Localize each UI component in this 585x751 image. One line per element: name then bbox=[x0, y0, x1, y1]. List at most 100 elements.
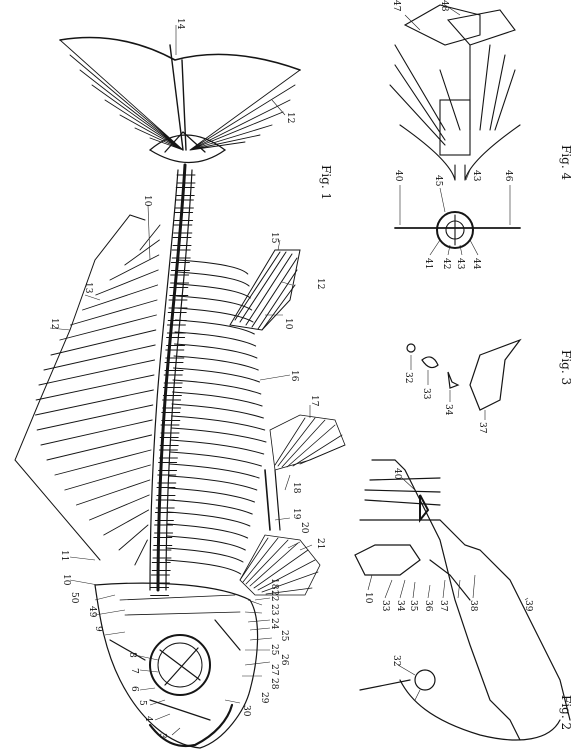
label-47: 47 bbox=[391, 0, 401, 12]
fig3-title: Fig. 3 bbox=[559, 350, 573, 385]
dorsal-ray bbox=[41, 420, 152, 445]
dorsal-ray bbox=[37, 405, 153, 430]
label-40a: 40 bbox=[392, 468, 402, 480]
label-10a: 10 bbox=[142, 195, 152, 207]
rib bbox=[172, 416, 265, 430]
fig1-skeleton bbox=[15, 25, 345, 748]
vertebra-stroke bbox=[152, 563, 170, 571]
label-29: 29 bbox=[259, 692, 269, 704]
label-46: 46 bbox=[503, 170, 513, 182]
fig2-labels: 40 10 33 34 35 36 37 38 39 32 Fig. 2 bbox=[363, 468, 573, 730]
label-6: 6 bbox=[129, 686, 139, 692]
vertebra-stroke bbox=[153, 550, 171, 558]
fig3-labels: 32 33 34 37 Fig. 3 bbox=[403, 350, 573, 434]
label-44: 44 bbox=[471, 258, 481, 270]
rib bbox=[173, 380, 261, 394]
label-12c: 12 bbox=[49, 318, 59, 329]
dorsal-ray bbox=[90, 495, 150, 520]
rib bbox=[175, 344, 257, 358]
label-45: 45 bbox=[433, 175, 443, 187]
vertebra-stroke bbox=[173, 238, 191, 246]
label-43b: 43 bbox=[455, 258, 465, 270]
label-39: 39 bbox=[523, 600, 533, 612]
label-22: 22 bbox=[269, 590, 279, 601]
fig2-leaders bbox=[368, 478, 528, 700]
label-17: 17 bbox=[309, 395, 319, 407]
dorsal-ray bbox=[47, 435, 152, 460]
rib bbox=[167, 524, 248, 538]
label-26: 26 bbox=[279, 654, 289, 666]
label-23: 23 bbox=[269, 604, 279, 616]
label-28: 28 bbox=[269, 678, 279, 690]
label-12b: 12 bbox=[315, 278, 325, 289]
label-3: 3 bbox=[157, 733, 167, 739]
vertebra-stroke bbox=[170, 288, 188, 296]
label-32b: 32 bbox=[403, 372, 413, 383]
label-30: 30 bbox=[241, 705, 251, 717]
rib bbox=[170, 452, 261, 466]
skull bbox=[95, 583, 258, 748]
label-10b: 10 bbox=[283, 318, 293, 330]
label-37a: 37 bbox=[438, 600, 448, 612]
label-50: 50 bbox=[69, 592, 79, 604]
fig4-drawing bbox=[390, 5, 520, 248]
label-38: 38 bbox=[468, 600, 478, 612]
label-41: 41 bbox=[423, 258, 433, 269]
rib bbox=[168, 500, 252, 514]
fig3-ossicles bbox=[407, 340, 520, 410]
label-14: 14 bbox=[175, 18, 185, 30]
dorsal-ray bbox=[125, 240, 160, 265]
label-27: 27 bbox=[269, 664, 279, 676]
dorsal-ray bbox=[36, 390, 154, 415]
label-10d: 10 bbox=[363, 592, 373, 604]
vertebra-stroke bbox=[171, 275, 189, 283]
dorsal-ray bbox=[36, 375, 154, 400]
vertebra-stroke bbox=[151, 575, 169, 583]
label-24: 24 bbox=[269, 618, 279, 630]
dorsal-ray bbox=[55, 450, 151, 475]
label-32a: 32 bbox=[391, 655, 401, 666]
label-49: 49 bbox=[87, 606, 97, 618]
dorsal-ray bbox=[110, 255, 159, 280]
label-34b: 34 bbox=[443, 404, 453, 416]
fig2-title: Fig. 2 bbox=[559, 695, 573, 730]
rib bbox=[167, 536, 246, 550]
label-12a: 12 bbox=[285, 112, 295, 123]
vertebra-stroke bbox=[171, 263, 189, 271]
rib bbox=[166, 560, 241, 574]
label-16: 16 bbox=[289, 370, 299, 382]
label-7: 7 bbox=[129, 668, 139, 674]
label-19: 19 bbox=[291, 508, 301, 520]
label-10c: 10 bbox=[61, 574, 71, 586]
label-42: 42 bbox=[441, 258, 451, 269]
label-21: 21 bbox=[315, 538, 325, 549]
dorsal-ray bbox=[104, 510, 149, 535]
label-25a: 25 bbox=[279, 630, 289, 642]
label-35: 35 bbox=[408, 600, 418, 612]
dorsal-fin bbox=[15, 215, 145, 560]
label-5: 5 bbox=[137, 700, 147, 706]
dorsal-ray bbox=[51, 330, 156, 355]
dorsal-ray bbox=[135, 540, 148, 565]
rib bbox=[170, 464, 260, 478]
label-34a: 34 bbox=[395, 600, 405, 612]
label-15: 15 bbox=[269, 232, 279, 244]
rib bbox=[171, 440, 264, 454]
vertebra-stroke bbox=[169, 300, 187, 308]
vertebra-stroke bbox=[175, 213, 193, 221]
dorsal-ray bbox=[44, 345, 155, 370]
rib bbox=[174, 368, 260, 382]
label-18b: 18 bbox=[269, 578, 279, 590]
dorsal-ray bbox=[119, 525, 148, 550]
label-33a: 33 bbox=[380, 600, 390, 612]
rib bbox=[169, 476, 257, 490]
vertebra-stroke bbox=[177, 175, 195, 183]
rib bbox=[172, 404, 263, 418]
dorsal-ray bbox=[96, 270, 158, 295]
caudal-fin bbox=[60, 38, 300, 151]
label-33b: 33 bbox=[421, 388, 431, 400]
fig1-labels: 14 12 10 Fig. 1 15 12 13 12 10 16 17 18 … bbox=[49, 18, 333, 739]
rib bbox=[173, 392, 263, 406]
label-37b: 37 bbox=[477, 422, 487, 434]
label-11: 11 bbox=[59, 550, 69, 561]
